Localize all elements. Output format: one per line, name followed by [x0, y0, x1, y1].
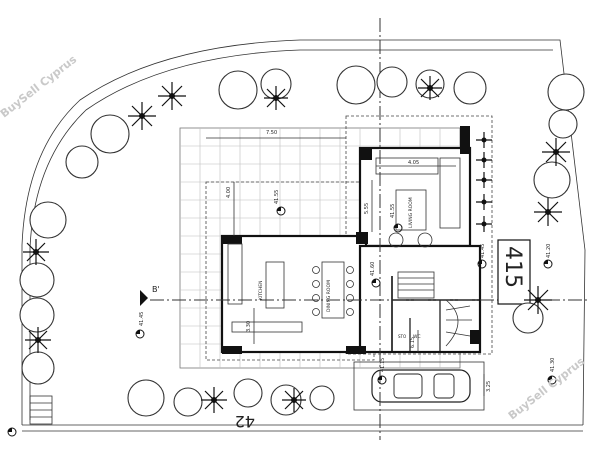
kitchen-furniture	[227, 243, 354, 333]
level-road: 41.15	[380, 358, 386, 372]
property-boundary	[21, 39, 586, 426]
watermark-bottom-right: BuySell Cyprus	[506, 355, 588, 423]
level-garage: 41.30	[550, 358, 556, 372]
storage-label: STO	[398, 334, 406, 339]
level-east-1: 41.45	[480, 244, 486, 258]
dim-stair: 3.25	[486, 381, 492, 392]
palm-trees	[23, 76, 570, 413]
kitchen-label: KITCHEN	[258, 281, 264, 301]
dim-top: 7.50	[266, 130, 277, 136]
dimension-lines	[206, 137, 485, 396]
level-north: 41.45	[139, 312, 145, 326]
wc-label: WC	[413, 334, 421, 340]
car-icon	[371, 369, 471, 403]
dim-living-depth: 5.55	[364, 203, 370, 214]
level-living: 41.55	[390, 204, 396, 218]
dining-room-label: DINING ROOM	[326, 280, 332, 312]
living-room-furniture	[375, 157, 461, 248]
staircase	[397, 271, 472, 347]
dim-hall: 6.15	[410, 337, 416, 348]
dim-kitchen-depth: 3.30	[246, 321, 252, 332]
dim-left-vertical: 4.00	[226, 187, 232, 198]
inner-boundary	[29, 49, 553, 420]
upper-floor-outline-2	[345, 115, 493, 355]
plot-number-box	[497, 239, 531, 305]
neighbour-plot-number: 42	[235, 412, 255, 431]
watermark-top-left: BuySell Cyprus	[0, 53, 80, 121]
house	[220, 126, 482, 354]
entrance-steps	[29, 395, 53, 425]
level-inner: 41.60	[370, 262, 376, 276]
dim-living-width: 4.05	[408, 160, 419, 166]
level-markers	[7, 206, 557, 437]
living-room-label: LIVING ROOM	[408, 197, 414, 228]
section-marker	[140, 290, 148, 306]
level-east-2: 41.20	[546, 244, 552, 258]
level-terrace: 41.55	[274, 190, 280, 204]
section-marker-label: B'	[152, 285, 160, 294]
plot-number: 415	[500, 246, 525, 288]
